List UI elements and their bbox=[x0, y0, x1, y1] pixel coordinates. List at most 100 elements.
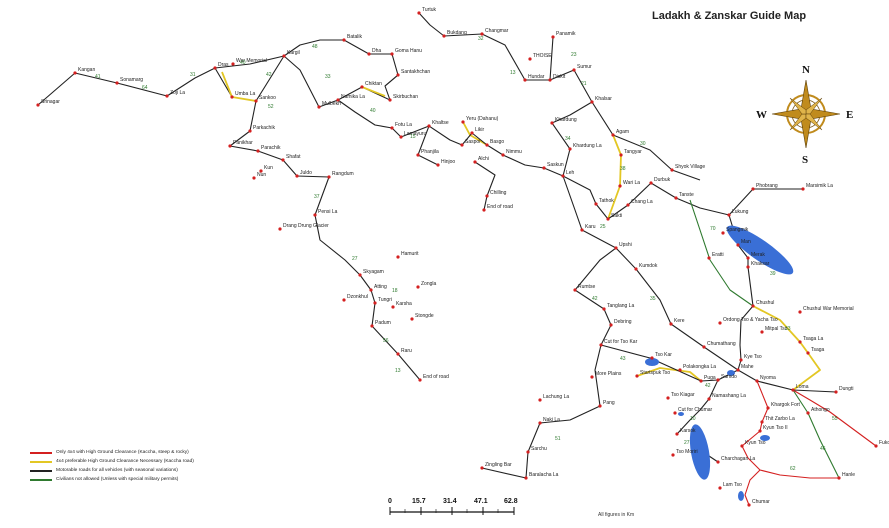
place-label-tungri: Tungri bbox=[378, 297, 392, 303]
place-label-karsha: Karsha bbox=[396, 301, 412, 307]
place-marker-yeru bbox=[461, 120, 465, 124]
place-marker-gomahanu bbox=[390, 52, 394, 56]
place-marker-sankoo bbox=[254, 99, 258, 103]
place-label-chumar: Chumar bbox=[752, 499, 770, 505]
place-marker-hamurit bbox=[396, 255, 400, 259]
place-marker-khaksar bbox=[746, 265, 750, 269]
place-label-kyuntsoii: Kyun Tso II bbox=[763, 425, 788, 431]
place-label-likir: Likir bbox=[475, 127, 485, 133]
place-marker-nyoma bbox=[755, 379, 759, 383]
place-label-sarchu: Sarchu bbox=[531, 446, 547, 452]
legend-label: Only 4x4 with High Ground Clearance (Kac… bbox=[56, 450, 189, 455]
place-label-khardungla: Khardung La bbox=[573, 143, 602, 149]
place-marker-warila bbox=[618, 184, 622, 188]
place-label-hinjoo: Hinjoo bbox=[441, 159, 455, 165]
distance-label-28: 27 bbox=[352, 256, 358, 262]
place-label-kun: Kun bbox=[264, 165, 273, 171]
place-marker-hanle bbox=[837, 476, 841, 480]
place-label-thoise: THOISE bbox=[533, 53, 552, 59]
place-marker-chiktan bbox=[360, 85, 364, 89]
legend-item: 4x4 preferable High Ground Clearance Nec… bbox=[30, 457, 250, 466]
distance-label-5: 52 bbox=[268, 104, 274, 110]
place-label-startspuktso: Startspuk Tso bbox=[640, 370, 670, 376]
place-marker-srinagar bbox=[36, 103, 40, 107]
distance-label-2: 31 bbox=[190, 72, 196, 78]
place-label-parachik: Parachik bbox=[261, 145, 281, 151]
place-marker-basgo bbox=[485, 143, 489, 147]
distance-label-25: 46 bbox=[820, 446, 826, 452]
place-label-hamurit: Hamurit bbox=[401, 251, 419, 257]
distance-label-13: 21 bbox=[581, 81, 587, 87]
place-marker-parkachik bbox=[248, 129, 252, 133]
place-label-tangyar: Tangyar bbox=[624, 149, 642, 155]
routes-layer bbox=[37, 12, 877, 506]
place-marker-rangdum bbox=[327, 175, 331, 179]
place-label-shafat: Shafat bbox=[286, 154, 301, 160]
place-marker-pang bbox=[598, 404, 602, 408]
place-label-drangdrung: Drang Drung Glacier bbox=[283, 223, 329, 229]
compass-s: S bbox=[802, 154, 808, 166]
legend-swatch-black bbox=[30, 469, 52, 472]
scale-tick-2: 31.4 bbox=[443, 498, 457, 505]
place-label-fotula: Fotu La bbox=[395, 122, 412, 128]
place-marker-kun bbox=[259, 169, 263, 173]
place-label-dungti: Dungti bbox=[839, 386, 853, 392]
route-yellow-28 bbox=[636, 367, 702, 382]
place-label-batalik: Batalik bbox=[347, 34, 363, 40]
place-label-hanle: Hanle bbox=[842, 472, 855, 478]
place-label-kangan: Kangan bbox=[78, 67, 95, 73]
place-label-dha: Dha bbox=[372, 48, 381, 54]
place-label-durbuk: Durbuk bbox=[654, 177, 671, 183]
legend-label: 4x4 preferable High Ground Clearance Nec… bbox=[56, 459, 194, 464]
route-red-30 bbox=[792, 389, 877, 447]
place-marker-stongde bbox=[410, 317, 414, 321]
place-marker-changmar bbox=[480, 32, 484, 36]
distance-label-27: 51 bbox=[555, 436, 561, 442]
place-label-umbala: Umba La bbox=[235, 91, 256, 97]
place-label-khaltse: Khaltse bbox=[432, 120, 449, 126]
place-marker-charchaganla bbox=[716, 460, 720, 464]
legend: Only 4x4 with High Ground Clearance (Kac… bbox=[30, 448, 250, 484]
legend-swatch-green bbox=[30, 478, 52, 481]
place-marker-man bbox=[736, 243, 740, 247]
place-label-bukdang: Bukdang bbox=[447, 30, 467, 36]
place-marker-bukdang bbox=[442, 34, 446, 38]
legend-item: Civilians not allowed (Unless with speci… bbox=[30, 475, 250, 484]
place-marker-zongla bbox=[416, 285, 420, 289]
small-lake-4 bbox=[678, 412, 684, 416]
place-marker-lamayuru bbox=[399, 135, 403, 139]
place-marker-sakti bbox=[606, 217, 610, 221]
scale-tick-4: 62.8 bbox=[504, 498, 518, 505]
legend-label: Motorable roads for all vehicles (with s… bbox=[56, 468, 178, 473]
lake-1 bbox=[689, 424, 711, 480]
place-marker-kangan bbox=[73, 71, 77, 75]
place-marker-loma bbox=[791, 388, 795, 392]
place-marker-khargokfort bbox=[766, 406, 770, 410]
route-black-0 bbox=[37, 72, 168, 106]
distance-label-3: 40 bbox=[240, 60, 246, 66]
route-black-18 bbox=[591, 101, 701, 181]
route-black-20 bbox=[562, 175, 730, 220]
place-marker-dzonkhul bbox=[342, 298, 346, 302]
place-label-kargil: Kargil bbox=[287, 50, 300, 56]
place-marker-cutforsokar bbox=[599, 343, 603, 347]
place-label-rangdum: Rangdum bbox=[332, 171, 354, 177]
place-marker-kyetso bbox=[739, 358, 743, 362]
place-label-khalsar: Khalsar bbox=[595, 96, 612, 102]
route-red-34 bbox=[744, 469, 761, 506]
place-label-thitzarbola: Thit Zarbo La bbox=[765, 416, 795, 422]
place-label-tsomoriri: Tso Moriri bbox=[676, 449, 698, 455]
place-label-kyetso: Kye Tso bbox=[744, 354, 762, 360]
place-label-atting: Atting bbox=[374, 284, 387, 290]
place-label-kumdok: Kumdok bbox=[639, 263, 658, 269]
place-label-stongde: Stongde bbox=[415, 313, 434, 319]
place-marker-kyuntso bbox=[740, 444, 744, 448]
distances-layer: 4164314042524833401532132321343038253542… bbox=[95, 36, 838, 472]
place-marker-changla bbox=[626, 203, 630, 207]
route-green-24 bbox=[689, 199, 754, 307]
place-marker-lamtso bbox=[718, 486, 722, 490]
place-label-sumdo: Sumdo bbox=[721, 374, 737, 380]
lakes-layer bbox=[645, 225, 794, 501]
place-marker-parachik bbox=[256, 149, 260, 153]
place-label-changmar: Changmar bbox=[485, 28, 509, 34]
